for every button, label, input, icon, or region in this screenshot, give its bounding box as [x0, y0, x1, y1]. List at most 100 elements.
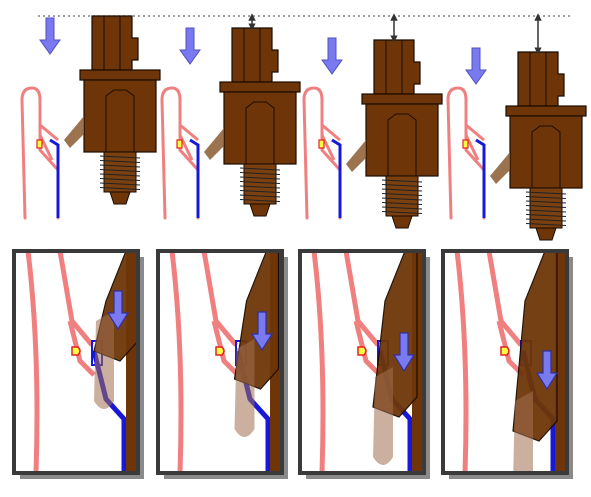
latch-housing [25, 253, 40, 471]
connector [204, 27, 301, 217]
spring-coil [239, 181, 281, 184]
top-row [20, 13, 587, 241]
panel-content [454, 253, 565, 471]
connector-body [509, 115, 583, 189]
latch-finger [39, 123, 59, 142]
spring-icon [103, 151, 137, 193]
marker-icon [462, 139, 469, 149]
latch-finger [465, 123, 485, 142]
spring-coil [99, 169, 141, 172]
spring-coil [239, 172, 281, 175]
contact-wire [49, 138, 60, 218]
spring-coil [381, 193, 423, 196]
bottom-row [12, 249, 573, 479]
stage-3 [302, 13, 443, 229]
marker-icon [36, 139, 43, 149]
panel-content [169, 253, 280, 471]
spring-icon [529, 187, 563, 229]
contact-wire [331, 138, 342, 218]
spring-coil [525, 209, 567, 213]
connector-tip [109, 191, 131, 205]
spring-coil [525, 191, 567, 195]
spring-coil [381, 202, 423, 205]
down-arrow-icon [179, 27, 201, 65]
connector [346, 39, 443, 229]
latch-ramp [204, 128, 224, 160]
latch-ramp [490, 152, 510, 184]
latch-housing [160, 86, 200, 220]
spring-coil [525, 223, 567, 226]
spring-coil [239, 176, 281, 180]
marker-icon [500, 346, 510, 356]
latch-housing [311, 253, 326, 471]
spring-coil [239, 194, 281, 198]
spring-coil [381, 179, 423, 183]
down-arrow-icon [321, 37, 343, 75]
down-arrow-icon [106, 290, 130, 331]
spring-coil [381, 197, 423, 201]
detail-panel-3 [298, 249, 430, 479]
latch-ramp [64, 116, 84, 148]
spring-coil [381, 184, 423, 187]
marker-icon [318, 139, 325, 149]
spring-coil [525, 205, 567, 208]
connector-shaft [513, 391, 533, 471]
body-slot [105, 89, 135, 152]
connector-body [365, 103, 439, 177]
connector [64, 15, 161, 205]
latch-housing [454, 253, 469, 471]
connector-tip [249, 203, 271, 217]
connector-neck [373, 39, 421, 95]
down-arrow-icon [465, 47, 487, 85]
stage-1 [20, 15, 161, 220]
marker-icon [176, 139, 183, 149]
spring-coil [525, 196, 567, 199]
panel-content [311, 253, 422, 471]
latch-finger [211, 320, 240, 377]
contact-wire [189, 138, 200, 218]
down-arrow-icon [535, 350, 559, 391]
body-slot [531, 125, 561, 188]
connector-tip [391, 215, 413, 229]
connector [490, 51, 587, 241]
spring-icon [243, 163, 277, 205]
connector-tip [535, 227, 557, 241]
latch-finger [464, 134, 480, 161]
latch-finger [38, 134, 54, 161]
latch-finger [321, 123, 341, 142]
spring-coil [525, 214, 567, 217]
latch-housing [20, 86, 60, 220]
latch-housing [302, 86, 342, 220]
spring-coil [99, 187, 141, 190]
spring-coil [525, 218, 567, 222]
connector-body [512, 253, 558, 442]
latch-housing [169, 253, 184, 471]
down-arrow-icon [250, 311, 274, 352]
contact-wire [475, 138, 486, 218]
down-arrow-icon [39, 17, 61, 55]
connector-collar [219, 81, 301, 93]
latch-finger [178, 134, 194, 161]
body-slot [245, 101, 275, 164]
connector-shaft [94, 311, 114, 409]
connector-shaft [373, 367, 393, 465]
connector-body [83, 79, 157, 153]
spring-coil [99, 173, 141, 177]
latch-finger [353, 320, 382, 377]
connector-collar [79, 69, 161, 81]
connector-neck [517, 51, 565, 107]
spring-coil [99, 182, 141, 186]
latch-finger [320, 134, 336, 161]
detail-panel-2 [156, 249, 288, 479]
connector-neck [231, 27, 279, 83]
connector-collar [505, 105, 587, 117]
spring-coil [99, 178, 141, 181]
spring-coil [525, 200, 567, 204]
stage-4 [446, 13, 587, 241]
spring-coil [99, 160, 141, 163]
connector-shaft [234, 339, 255, 437]
down-arrow-icon [392, 332, 416, 373]
spring-coil [239, 167, 281, 171]
spring-coil [99, 155, 141, 159]
